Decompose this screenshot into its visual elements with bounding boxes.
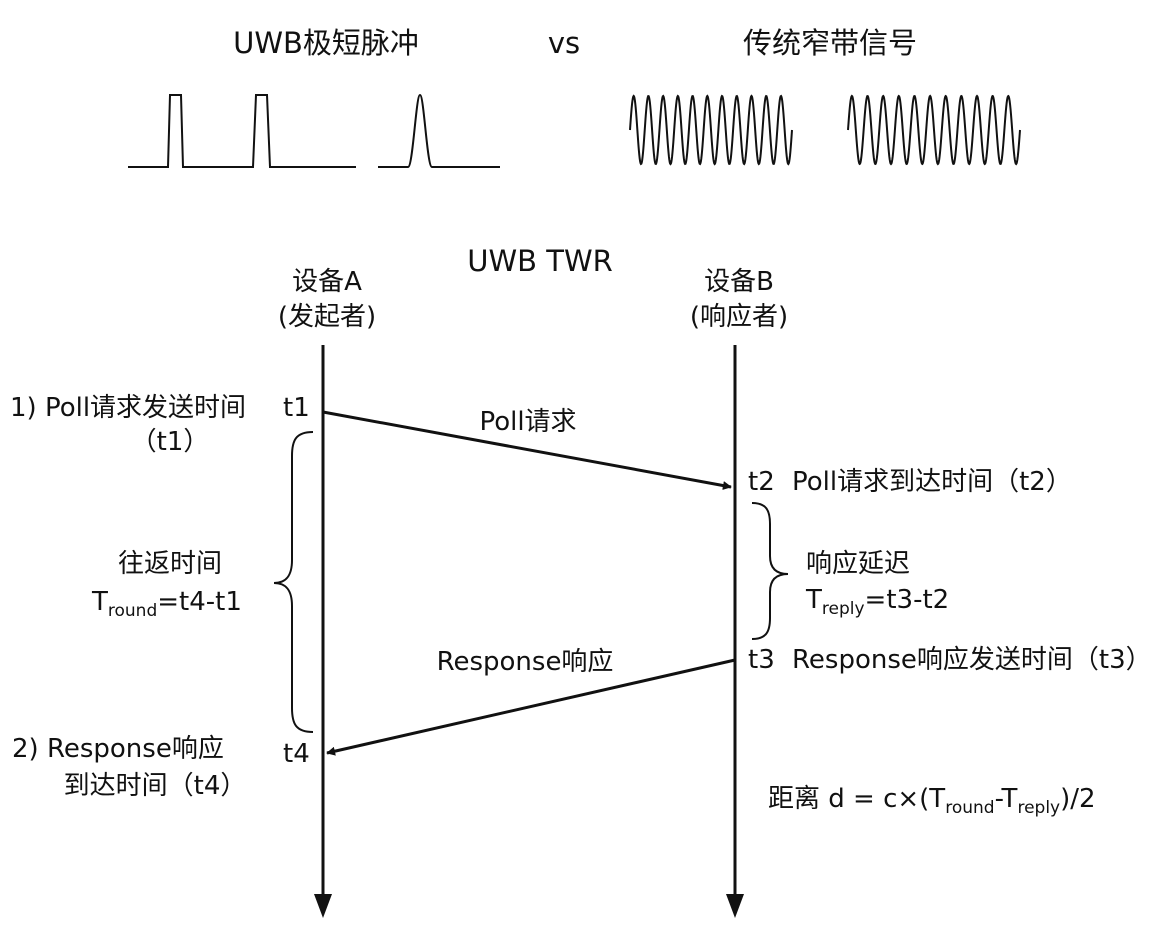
response-arrow bbox=[326, 658, 736, 756]
round-trip-brace bbox=[273, 431, 314, 733]
t2-tag: t2 bbox=[748, 467, 775, 497]
narrowband-wave-2 bbox=[847, 94, 1021, 166]
reply-delay-formula: Treply=t3-t2 bbox=[806, 585, 950, 619]
t4-tag: t4 bbox=[283, 739, 310, 769]
reply-delay-formula-sub: reply bbox=[821, 598, 865, 619]
t3-tag: t3 bbox=[748, 645, 775, 675]
narrowband-wave-1 bbox=[629, 94, 793, 166]
device-b-role: (响应者) bbox=[689, 302, 789, 332]
distance-formula-part3: )/2 bbox=[1060, 784, 1096, 814]
step1-time: （t1） bbox=[130, 427, 210, 457]
round-trip-formula-prefix: T bbox=[92, 587, 108, 617]
poll-arrow bbox=[322, 410, 732, 490]
twr-title: UWB TWR bbox=[467, 244, 613, 278]
round-trip-title: 往返时间 bbox=[117, 549, 223, 579]
device-b-lifeline-arrowhead bbox=[726, 894, 744, 918]
device-a-lifeline-arrowhead bbox=[314, 894, 332, 918]
step2-label: 2) Response响应 bbox=[12, 734, 224, 764]
t1-tag: t1 bbox=[283, 393, 310, 423]
uwb-pulse-title: UWB极短脉冲 bbox=[233, 26, 419, 60]
reply-delay-formula-prefix: T bbox=[806, 585, 822, 615]
vs-label: vs bbox=[547, 26, 581, 60]
t2-description: Poll请求到达时间（t2） bbox=[792, 467, 1072, 497]
device-a-role: (发起者) bbox=[277, 302, 377, 332]
distance-formula: 距离 d = c×(Tround-Treply)/2 bbox=[768, 784, 1096, 818]
narrowband-title: 传统窄带信号 bbox=[742, 26, 918, 60]
uwb-pulse-train-1 bbox=[128, 94, 356, 168]
device-b-name: 设备B bbox=[704, 267, 774, 297]
response-arrow-label: Response响应 bbox=[436, 647, 614, 677]
round-trip-formula-suffix: =t4-t1 bbox=[157, 587, 242, 617]
reply-delay-formula-suffix: =t3-t2 bbox=[864, 585, 950, 615]
distance-formula-part2: -T bbox=[994, 784, 1018, 814]
reply-delay-brace bbox=[751, 502, 789, 640]
t3-description: Response响应发送时间（t3） bbox=[792, 645, 1152, 675]
step2-time: 到达时间（t4） bbox=[63, 771, 247, 801]
poll-arrow-label: Poll请求 bbox=[479, 407, 577, 437]
device-a-name: 设备A bbox=[292, 267, 362, 297]
distance-formula-sub2: reply bbox=[1017, 797, 1061, 818]
reply-delay-title: 响应延迟 bbox=[806, 549, 911, 579]
step1-label: 1) Poll请求发送时间 bbox=[10, 393, 247, 423]
round-trip-formula-sub: round bbox=[107, 600, 158, 621]
distance-formula-part1: 距离 d = c×(T bbox=[768, 784, 946, 814]
uwb-pulse-train-2 bbox=[378, 93, 500, 168]
distance-formula-sub1: round bbox=[945, 797, 995, 818]
round-trip-formula: Tround=t4-t1 bbox=[92, 587, 242, 621]
